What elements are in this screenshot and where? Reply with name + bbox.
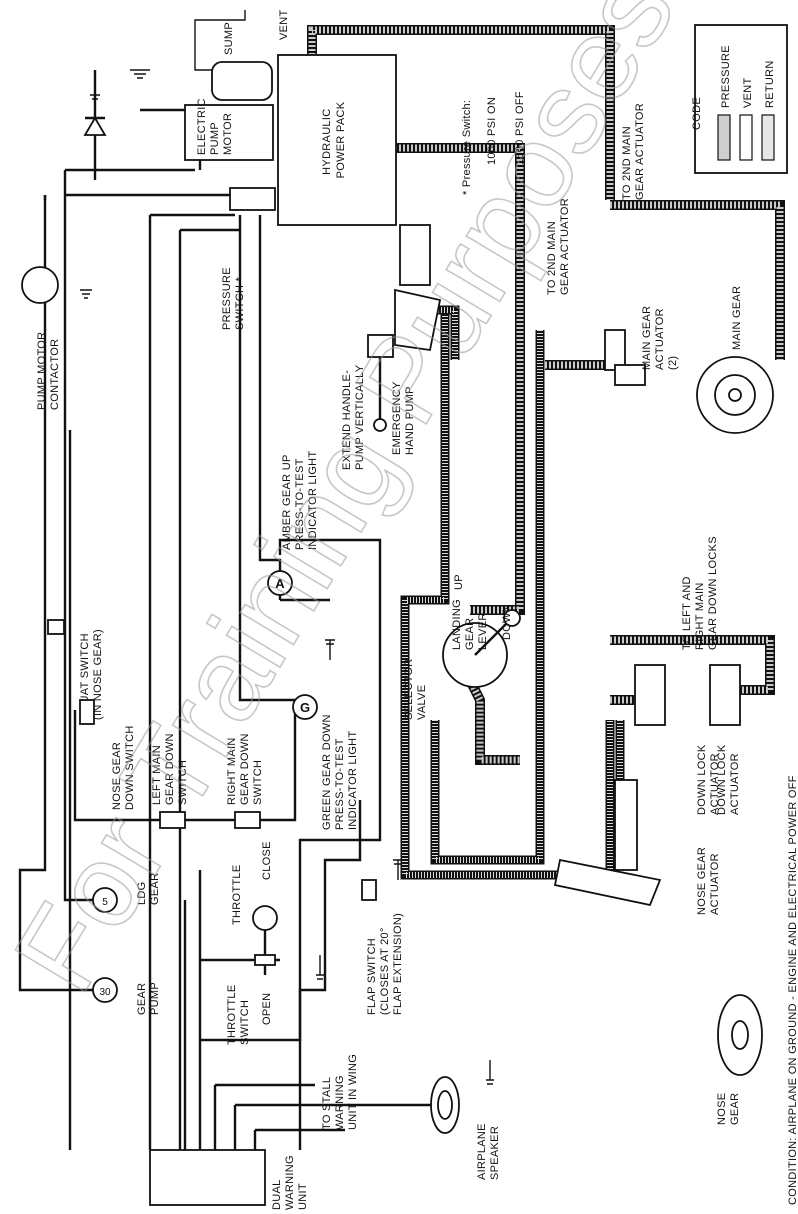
pressure-switch-label: PRESSURE SWITCH *	[221, 264, 246, 330]
right-main-gear-down-switch	[234, 811, 261, 829]
pressure-switch-note: * Pressure Switch:	[461, 100, 473, 195]
open-label: OPEN	[261, 993, 273, 1025]
hydraulic-power-pack-label: HYDRAULIC POWER PACK	[321, 101, 347, 178]
ldg-gear-breaker	[92, 887, 118, 913]
pump-motor-contactor	[21, 266, 59, 304]
landing-gear-lever-label: LANDING GEAR LEVER	[451, 596, 489, 650]
ldg-gear-label: LDG GEAR	[136, 873, 161, 905]
green-indicator-light	[292, 694, 318, 720]
main-gear-actuator-label: MAIN GEAR ACTUATOR (2)	[641, 302, 679, 370]
squat-switch-label: SQUAT SWITCH (IN NOSE GEAR)	[79, 629, 104, 720]
flap-switch-label: FLAP SWITCH (CLOSES AT 20° FLAP EXTENSIO…	[366, 913, 404, 1015]
legend-swatch-return	[761, 114, 775, 161]
down-label: DOWN	[501, 604, 513, 640]
main-gear-wheel	[696, 356, 774, 434]
to-2nd-main-gear-actuator-a: TO 2ND MAIN GEAR ACTUATOR	[546, 198, 571, 295]
gear-pump-breaker	[92, 977, 118, 1003]
pump-motor-contactor-label: PUMP MOTOR CONTACTOR	[36, 328, 61, 410]
ground-icon	[80, 289, 92, 299]
down-lock-actuator-2	[709, 664, 741, 726]
throttle-switch-label: THROTTLE SWITCH	[226, 981, 251, 1045]
to-stall-warning-label: TO STALL WARNING UNIT IN WING	[321, 1054, 359, 1130]
dual-warning-unit-label: DUAL WARNING UNIT	[271, 1152, 309, 1210]
down-lock-actuator-1	[634, 664, 666, 726]
down-lock-actuator-1-label: DOWN LOCK ACTUATOR	[696, 741, 721, 815]
selector-valve-label: SELECTOR VALVE	[403, 655, 428, 720]
legend-swatch-vent	[739, 114, 753, 161]
to-2nd-main-gear-actuator-b: TO 2ND MAIN GEAR ACTUATOR	[621, 103, 646, 200]
amber-indicator-light	[267, 570, 293, 596]
throttle-label: THROTTLE	[231, 865, 243, 925]
right-main-gear-down-switch-label: RIGHT MAIN GEAR DOWN SWITCH	[226, 730, 264, 805]
electric-pump-motor-label: ELECTRIC PUMP MOTOR	[196, 95, 234, 155]
nose-gear-wheel	[717, 994, 763, 1076]
ground-icon	[130, 69, 150, 79]
legend-swatch-pressure	[717, 114, 731, 161]
pressure-switch	[229, 187, 276, 211]
electric-pump-motor	[184, 104, 274, 161]
hydraulic-power-pack	[277, 54, 397, 226]
legend: CODE PRESSURE VENT RETURN	[691, 24, 788, 174]
gear-pump-rating: 30	[99, 987, 111, 998]
flap-switch	[361, 879, 377, 901]
to-down-locks-label: TO LEFT AND RIGHT MAIN GEAR DOWN LOCKS	[681, 536, 719, 650]
extend-handle-label: EXTEND HANDLE- PUMP VERTICALLY	[341, 364, 366, 470]
nose-gear-actuator-label: NOSE GEAR ACTUATOR	[696, 844, 721, 915]
emergency-hand-pump	[367, 224, 442, 432]
vent-label: VENT	[278, 9, 290, 40]
legend-title: CODE	[691, 97, 703, 130]
down-lock-actuator-2-label: DOWN LOCK ACTUATOR	[716, 741, 741, 815]
legend-vent: VENT	[742, 77, 754, 108]
green-symbol: G	[300, 700, 310, 715]
airplane-speaker	[430, 1076, 460, 1134]
legend-pressure: PRESSURE	[720, 45, 732, 108]
ground-icon	[325, 639, 335, 660]
ldg-gear-rating: 5	[102, 897, 108, 908]
left-main-gear-down-switch	[159, 811, 186, 829]
main-gear-actuator	[604, 329, 646, 386]
ground-icon	[486, 1060, 494, 1085]
amber-symbol: A	[275, 576, 285, 591]
ground-icon	[90, 94, 100, 104]
close-label: CLOSE	[261, 841, 273, 880]
nose-gear-down-switch	[79, 699, 95, 725]
up-label: UP	[453, 574, 465, 590]
ground-icon	[393, 859, 403, 880]
main-gear-label: MAIN GEAR	[731, 286, 743, 350]
airplane-speaker-label: AIRPLANE SPEAKER	[476, 1120, 501, 1180]
amber-light-label: AMBER GEAR UP PRESS-TO-TEST INDICATOR LI…	[281, 451, 319, 550]
diode-icon	[83, 116, 107, 136]
sump-reservoir	[211, 61, 273, 101]
throttle-switch	[252, 905, 278, 975]
left-main-gear-down-switch-label: LEFT MAIN GEAR DOWN SWITCH	[151, 730, 189, 805]
gear-pump-label: GEAR PUMP	[136, 979, 161, 1015]
nose-gear-actuator	[553, 779, 662, 907]
squat-switch	[47, 619, 65, 635]
emergency-hand-pump-label: EMERGENCY HAND PUMP	[391, 378, 416, 455]
nose-gear-down-switch-label: NOSE GEAR DOWN SWITCH	[111, 725, 136, 810]
condition-text: CONDITION: AIRPLANE ON GROUND - ENGINE A…	[787, 775, 798, 1205]
legend-return: RETURN	[764, 60, 776, 108]
psi-off: 1500 PSI OFF	[514, 91, 526, 165]
dual-warning-unit	[149, 1149, 266, 1206]
ground-icon	[316, 955, 324, 980]
psi-on: 1000 PSI ON	[486, 97, 498, 165]
selector-valve	[442, 609, 521, 688]
green-light-label: GREEN GEAR DOWN PRESS-TO-TEST INDICATOR …	[321, 711, 359, 830]
sump-label: SUMP	[223, 22, 235, 55]
nose-gear-label: NOSE GEAR	[716, 1089, 741, 1125]
